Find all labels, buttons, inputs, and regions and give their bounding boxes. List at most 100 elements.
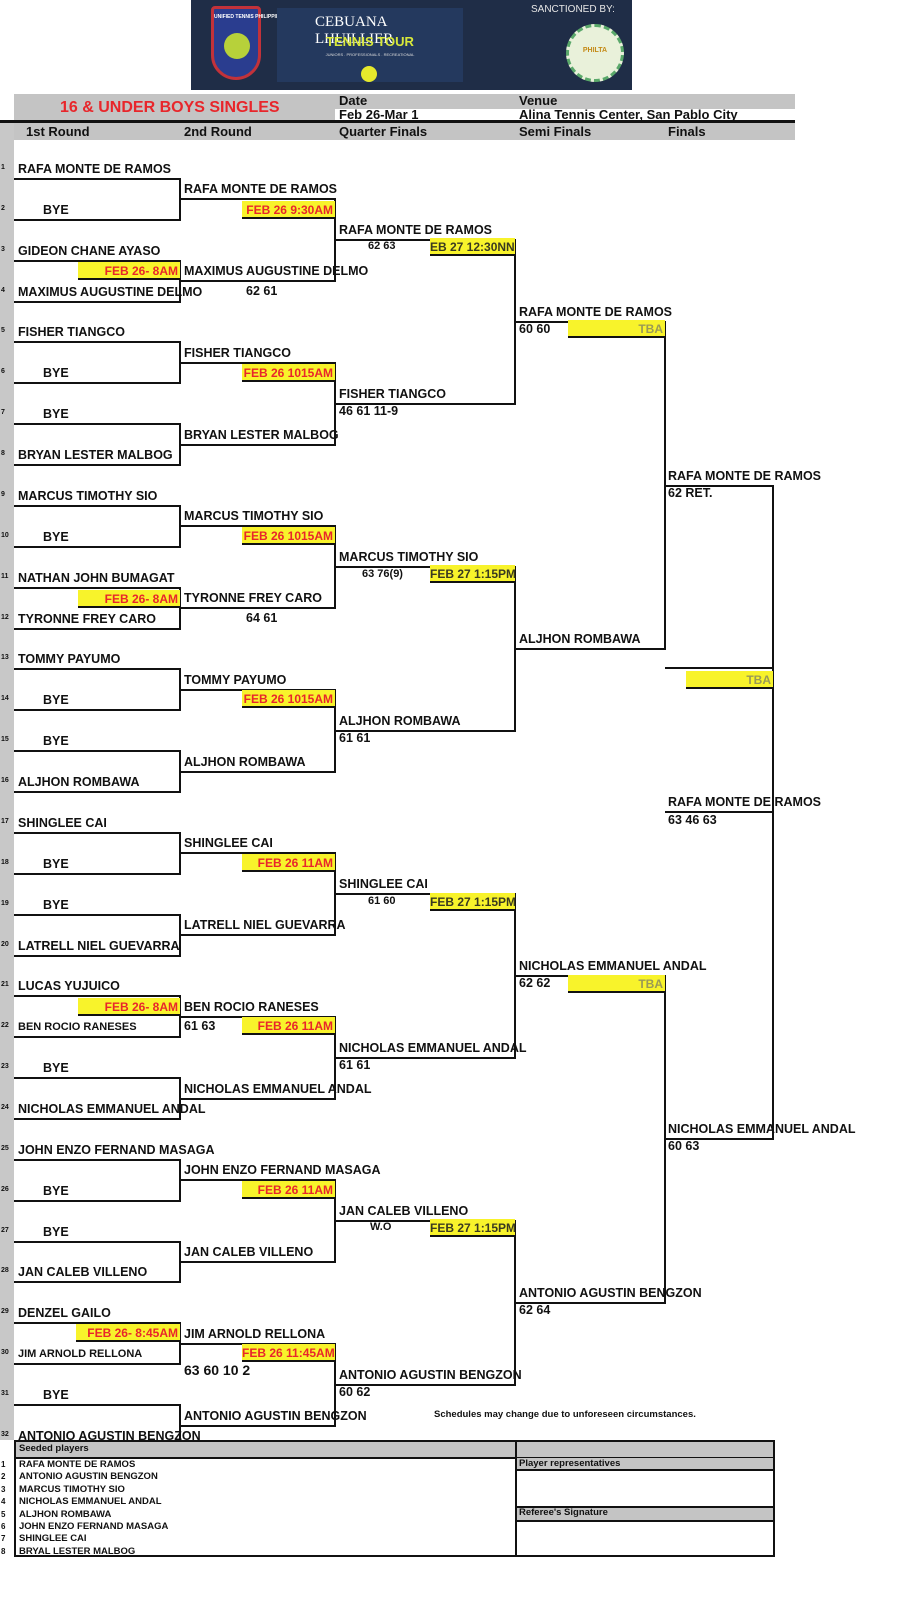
match-score: 61 61 (339, 1058, 371, 1072)
advancing-player: RAFA MONTE DE RAMOS (519, 305, 673, 320)
bracket-line (335, 893, 515, 896)
advancing-player: BEN ROCIO RANESES (184, 999, 319, 1014)
philta-text: PHILTA (582, 47, 608, 54)
bracket-line (14, 1036, 180, 1039)
row-number: 22 (1, 1022, 9, 1030)
advancing-player: ALJHON ROMBAWA (339, 713, 461, 728)
advancing-player: LATRELL NIEL GUEVARRA (184, 918, 346, 933)
bracket-line (14, 1240, 180, 1243)
bracket-line (180, 280, 335, 283)
seed-number: 1 (1, 1460, 6, 1469)
row-number: 3 (1, 245, 5, 253)
match-score: 61 61 (339, 731, 371, 745)
row-number: 28 (1, 1267, 9, 1275)
match-score: 63 76(9) (362, 568, 403, 580)
bracket-line (180, 1424, 335, 1427)
round1-player: TOMMY PAYUMO (18, 652, 121, 667)
row-number: 6 (1, 368, 5, 376)
advancing-player: SHINGLEE CAI (184, 836, 273, 851)
bracket-line (180, 934, 335, 937)
final-score: 63 46 63 (668, 813, 717, 827)
bracket-line (14, 259, 180, 262)
row-number: 9 (1, 490, 5, 498)
round1-player: NICHOLAS EMMANUEL ANDAL (18, 1102, 206, 1116)
bracket-line (14, 341, 180, 344)
tennis-tour-logo: CEBUANA LHUILLIER TENNIS TOUR JUNIORS . … (277, 8, 463, 82)
bracket-line (335, 566, 515, 569)
bracket-line (14, 913, 180, 916)
bracket-line (180, 688, 335, 691)
row-number: 15 (1, 736, 9, 744)
player-reps-label: Player representatives (519, 1458, 621, 1469)
row-number: 8 (1, 450, 5, 458)
seeded-player: SHINGLEE CAI (19, 1533, 87, 1545)
match-schedule: FEB 26 1015AM (242, 690, 335, 708)
round1-player: BYE (43, 897, 69, 912)
bracket-line (515, 1301, 665, 1304)
event-title: 16 & UNDER BOYS SINGLES (60, 99, 280, 116)
bracket-line (180, 1261, 335, 1264)
advancing-player: FISHER TIANGCO (339, 386, 446, 401)
schedule-note: Schedules may change due to unforeseen c… (434, 1409, 696, 1420)
advancing-player: NICHOLAS EMMANUEL ANDAL (519, 958, 707, 973)
bracket-line (14, 218, 180, 221)
row-number: 31 (1, 1390, 9, 1398)
match-score: 46 61 11-9 (339, 404, 399, 418)
round1-player: TYRONNE FREY CARO (18, 611, 156, 626)
round1-player: ALJHON ROMBAWA (18, 775, 140, 790)
round1-player: ANTONIO AGUSTIN BENGZON (18, 1428, 201, 1443)
bracket-line (14, 1281, 180, 1284)
bracket-line (335, 1056, 515, 1059)
row-number: 17 (1, 817, 9, 825)
advancing-player: JAN CALEB VILLENO (184, 1245, 314, 1260)
advancing-player: ALJHON ROMBAWA (519, 632, 641, 646)
bracket-line (180, 1179, 335, 1182)
match-score: 61 63 (184, 1019, 216, 1033)
round1-player: BYE (43, 407, 69, 422)
bracket-line (180, 1015, 335, 1018)
match-schedule: FEB 26- 8AM (78, 998, 180, 1016)
bracket-line (14, 1199, 180, 1202)
brand-name: CEBUANA LHUILLIER (315, 14, 394, 47)
advancing-player: NICHOLAS EMMANUEL ANDAL (184, 1081, 372, 1096)
round1-player: JAN CALEB VILLENO (18, 1265, 148, 1280)
bracket-line (14, 831, 180, 834)
sanctioned-by-label: SANCTIONED BY: (531, 4, 615, 15)
match-score: 62 61 (246, 284, 278, 298)
match-schedule: FEB 26 11AM (242, 1181, 335, 1199)
bracket-line (14, 1158, 180, 1161)
bracket-line (14, 504, 180, 507)
row-number: 25 (1, 1144, 9, 1152)
advancing-player: TYRONNE FREY CARO (184, 591, 322, 606)
match-schedule: FEB 26- 8:45AM (76, 1324, 180, 1342)
bracket-line (665, 667, 773, 669)
bracket-line (14, 791, 180, 794)
seeded-player: RAFA MONTE DE RAMOS (19, 1459, 136, 1470)
seeded-player: JOHN ENZO FERNAND MASAGA (19, 1521, 169, 1532)
round1-player: BYE (43, 1183, 69, 1198)
bracket-line (14, 300, 180, 303)
round1-player: BYE (43, 366, 69, 381)
round1-player: BYE (43, 734, 69, 749)
tour-tagline: JUNIORS . PROFESSIONALS . RECREATIONAL (325, 52, 415, 57)
advancing-player: FISHER TIANGCO (184, 345, 291, 360)
row-number: 14 (1, 695, 9, 703)
advancing-player: NICHOLAS EMMANUEL ANDAL (339, 1040, 527, 1055)
bracket-line (14, 586, 180, 589)
bracket-line (14, 464, 180, 467)
match-schedule: FEB 26- 8AM (78, 262, 180, 280)
unified-tennis-logo: UNIFIED TENNIS PHILIPPINES (211, 6, 286, 80)
seeded-player: ANTONIO AGUSTIN BENGZON (19, 1471, 158, 1483)
round1-player: LATRELL NIEL GUEVARRA (18, 938, 180, 953)
match-schedule: EB 27 12:30NN (430, 238, 515, 256)
bracket-line (180, 198, 335, 201)
row-number: 16 (1, 777, 9, 785)
bracket-line (180, 443, 335, 446)
bracket-connector (772, 484, 774, 1141)
referee-label: Referee's Signature (519, 1507, 608, 1518)
row-number: 11 (1, 572, 9, 580)
seeded-player: ALJHON ROMBAWA (19, 1508, 112, 1520)
round1-player: MARCUS TIMOTHY SIO (18, 488, 158, 503)
final-schedule: TBA (686, 671, 773, 689)
row-number: 19 (1, 899, 9, 907)
